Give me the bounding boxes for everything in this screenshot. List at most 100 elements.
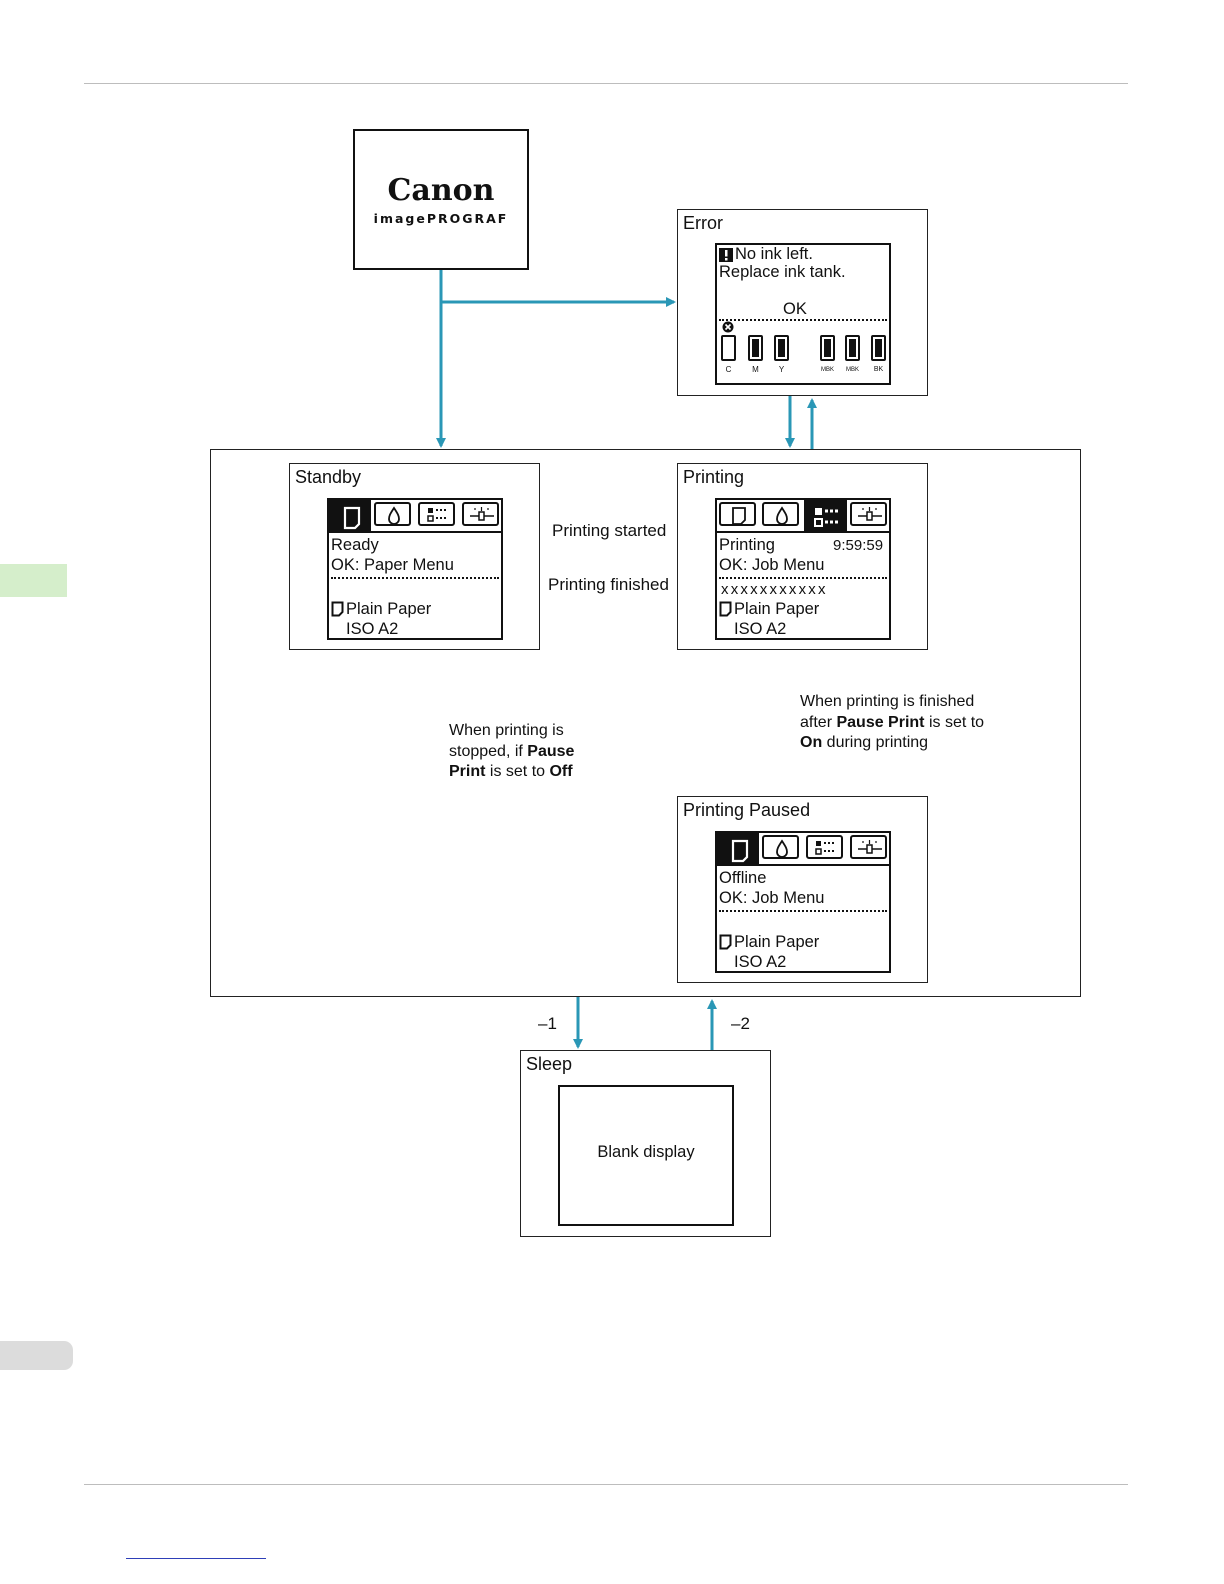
warning-icon xyxy=(719,248,733,262)
ink-label-m: M xyxy=(752,365,759,374)
paused-line2: OK: Job Menu xyxy=(719,889,825,907)
label-printing-finished: Printing finished xyxy=(548,575,669,594)
note-finished-line3: On during printing xyxy=(800,733,984,754)
note-finished-bold: On xyxy=(800,734,823,751)
paused-tab-paper[interactable] xyxy=(717,833,759,864)
footer-rule xyxy=(84,1484,1128,1485)
jobs-tab-icon xyxy=(815,841,836,855)
printing-line1: Printing xyxy=(719,536,775,554)
canon-product-text: imagePROGRAF xyxy=(373,211,509,226)
paused-lcd: Offline OK: Job Menu Plain Paper ISO A2 xyxy=(715,831,891,973)
paper-tab-icon xyxy=(732,507,746,525)
ink-label-mbk1: MBK xyxy=(820,367,834,373)
error-divider xyxy=(719,319,887,321)
settings-tab-icon xyxy=(470,507,494,521)
note-stopped-bold: Off xyxy=(549,763,573,780)
ink-tab-icon xyxy=(776,506,788,525)
standby-tab-settings[interactable] xyxy=(462,502,499,526)
ink-tank-m xyxy=(748,335,763,361)
ink-tank-c xyxy=(721,335,736,361)
label-note-1: –1 xyxy=(538,1014,557,1033)
note-finished-text: during printing xyxy=(822,734,929,751)
error-line2: Replace ink tank. xyxy=(719,263,846,281)
printing-tab-settings[interactable] xyxy=(850,502,887,526)
paused-tab-jobs[interactable] xyxy=(806,835,843,859)
note-stopped: When printing is stopped, if Pause Print… xyxy=(449,721,574,783)
paused-divider xyxy=(719,910,887,912)
standby-tab-jobs[interactable] xyxy=(418,502,455,526)
note-stopped-bold: Print xyxy=(449,763,486,780)
printing-tab-ink[interactable] xyxy=(762,502,799,526)
ink-empty-icon xyxy=(722,321,734,333)
printing-time: 9:59:59 xyxy=(833,537,884,554)
ink-tank-mbk2 xyxy=(845,335,860,361)
sleep-lcd: Blank display xyxy=(558,1085,734,1226)
standby-size: ISO A2 xyxy=(346,620,399,638)
paused-line1: Offline xyxy=(719,869,767,887)
ink-tab-icon xyxy=(776,839,788,858)
ink-label-bk: BK xyxy=(873,366,884,373)
standby-state-title: Standby xyxy=(295,467,362,487)
ink-label-mbk2: MBK xyxy=(845,367,859,373)
error-ok[interactable]: OK xyxy=(783,300,807,318)
note-finished-line2: after Pause Print is set to xyxy=(800,713,984,734)
ink-tank-mbk1 xyxy=(820,335,835,361)
note-finished-text: is set to xyxy=(924,713,985,731)
paused-size: ISO A2 xyxy=(734,953,787,971)
note-stopped-line1: When printing is xyxy=(449,722,564,739)
sleep-state-box: Sleep Blank display xyxy=(520,1050,771,1237)
printing-divider xyxy=(719,577,887,579)
canon-brand-text: Canon xyxy=(387,173,495,208)
paused-tab-settings[interactable] xyxy=(850,835,887,859)
paper-icon xyxy=(719,601,732,617)
error-state-title: Error xyxy=(683,213,723,233)
standby-tab-bar xyxy=(329,500,501,533)
standby-lcd: Ready OK: Paper Menu Plain Paper ISO A2 xyxy=(327,498,503,640)
paused-state-box: Printing Paused Offline OK: Job Menu Pla… xyxy=(677,796,928,983)
printing-job-name: xxxxxxxxxxx xyxy=(721,581,828,598)
page-tab[interactable] xyxy=(0,1341,73,1370)
note-finished-line1: When printing is finished xyxy=(800,693,975,710)
note-stopped-bold: Pause xyxy=(527,742,575,760)
standby-paper: Plain Paper xyxy=(346,600,432,618)
note-finished: When printing is finished after Pause Pr… xyxy=(800,692,984,754)
note-finished-bold: Pause Print xyxy=(836,713,925,731)
paper-tab-icon xyxy=(731,839,749,863)
jobs-tab-icon xyxy=(427,508,448,522)
standby-line2: OK: Paper Menu xyxy=(331,556,454,574)
settings-tab-icon xyxy=(858,507,882,521)
ink-tab-icon xyxy=(388,506,400,525)
sleep-state-title: Sleep xyxy=(526,1054,573,1074)
standby-tab-ink[interactable] xyxy=(374,502,411,526)
paper-tab-icon xyxy=(343,506,361,530)
printing-tab-paper[interactable] xyxy=(719,502,756,526)
sleep-display-text: Blank display xyxy=(597,1143,695,1161)
note-stopped-text: stopped, if xyxy=(449,742,528,760)
printing-tab-jobs[interactable] xyxy=(804,500,847,531)
error-lcd: No ink left. Replace ink tank. OK C M Y … xyxy=(715,243,891,385)
printing-paper: Plain Paper xyxy=(734,600,820,618)
error-line1: No ink left. xyxy=(735,245,813,263)
label-note-2: –2 xyxy=(731,1014,750,1033)
printing-state-title: Printing xyxy=(683,467,745,487)
printing-size: ISO A2 xyxy=(734,620,787,638)
standby-state-box: Standby Ready OK: Paper Menu Plain Paper… xyxy=(289,463,540,650)
ink-tank-bk xyxy=(871,335,886,361)
printing-lcd: Printing 9:59:59 OK: Job Menu xxxxxxxxxx… xyxy=(715,498,891,640)
note-stopped-line3: Print is set to Off xyxy=(449,762,574,783)
settings-tab-icon xyxy=(858,840,882,854)
header-rule xyxy=(84,83,1128,84)
ink-label-c: C xyxy=(725,365,732,374)
standby-tab-paper[interactable] xyxy=(329,500,371,531)
paused-tab-ink[interactable] xyxy=(762,835,799,859)
printing-line2: OK: Job Menu xyxy=(719,556,825,574)
ink-tank-y xyxy=(774,335,789,361)
footer-link-underline[interactable] xyxy=(126,1558,266,1559)
paused-state-title: Printing Paused xyxy=(683,800,811,820)
label-printing-started: Printing started xyxy=(552,521,667,540)
note-stopped-line2: stopped, if Pause xyxy=(449,742,574,763)
paper-icon xyxy=(719,934,732,950)
chapter-tab[interactable] xyxy=(0,564,67,597)
standby-line1: Ready xyxy=(331,536,379,554)
printing-state-box: Printing Printing 9:59:59 OK: Job Menu x… xyxy=(677,463,928,650)
